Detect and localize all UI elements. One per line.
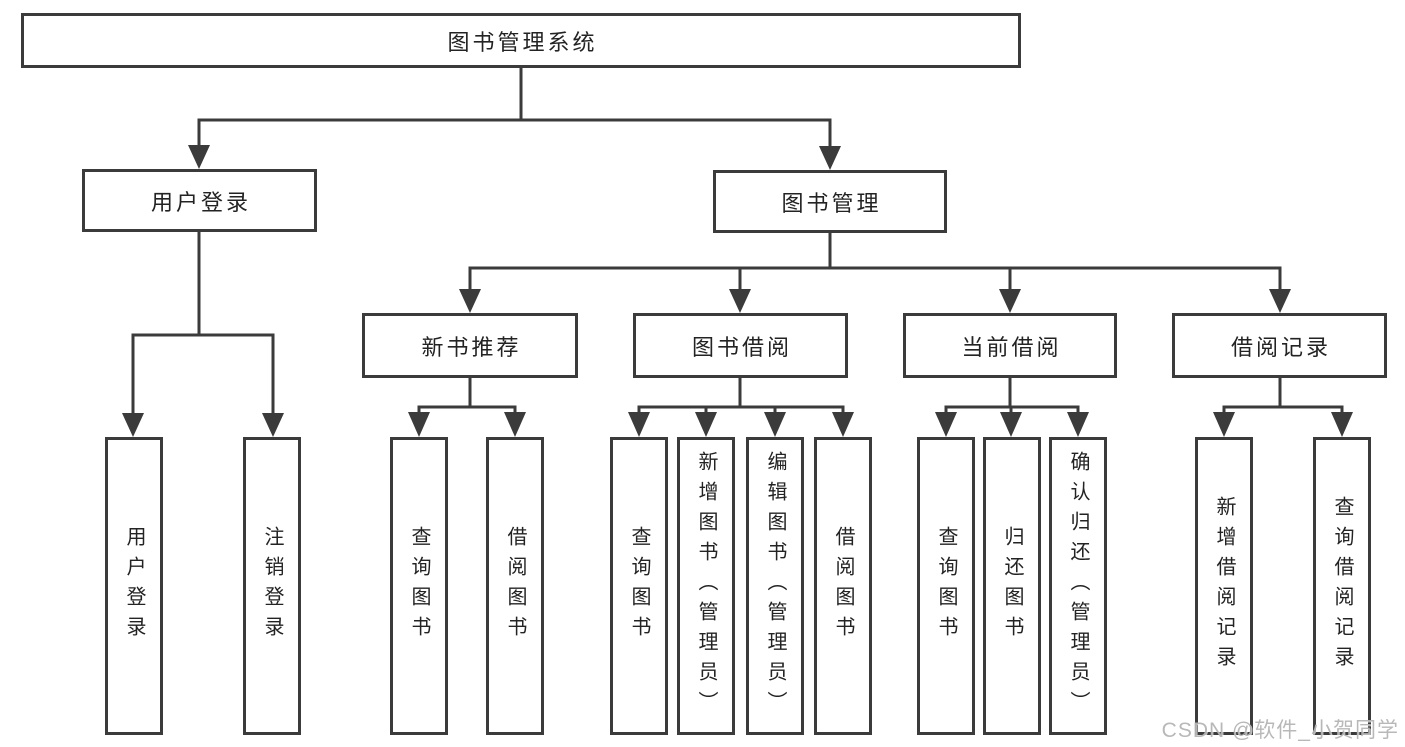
leaf-user-login-label: 用户登录 [123, 526, 145, 646]
leaf-records-add-record-label: 新增借阅记录 [1213, 496, 1235, 676]
csdn-watermark: CSDN @软件_小贺同学 [1161, 719, 1399, 742]
leaf-borrow-edit-books-label: 编辑图书（管理员） [764, 451, 786, 721]
leaf-current-confirm-return: 确认归还（管理员） [1049, 437, 1107, 735]
node-new-book-recommend-label: 新书推荐 [421, 334, 522, 360]
connector-root-to-level2 [188, 68, 841, 170]
node-user-login: 用户登录 [82, 169, 317, 232]
node-user-login-label: 用户登录 [150, 189, 251, 215]
leaf-current-query-books-label: 查询图书 [935, 526, 957, 646]
node-current-borrow-label: 当前借阅 [961, 334, 1062, 360]
node-book-management-label: 图书管理 [781, 190, 882, 216]
node-root-label: 图书管理系统 [447, 29, 598, 55]
connector-current-borrow-to-leaves [935, 378, 1089, 437]
node-book-management: 图书管理 [713, 170, 947, 233]
node-current-borrow: 当前借阅 [903, 313, 1117, 378]
leaf-borrow-edit-books: 编辑图书（管理员） [746, 437, 804, 735]
node-root: 图书管理系统 [21, 13, 1021, 68]
node-borrow-records-label: 借阅记录 [1230, 334, 1331, 360]
connector-user-login-to-leaves [122, 232, 284, 437]
leaf-borrow-query-books-label: 查询图书 [628, 526, 650, 646]
leaf-current-query-books: 查询图书 [917, 437, 975, 735]
node-book-borrow-label: 图书借阅 [691, 334, 792, 360]
leaf-recommend-query-books: 查询图书 [390, 437, 448, 735]
leaf-recommend-borrow-books: 借阅图书 [486, 437, 544, 735]
node-new-book-recommend: 新书推荐 [362, 313, 578, 378]
leaf-records-query-record: 查询借阅记录 [1313, 437, 1371, 735]
node-borrow-records: 借阅记录 [1172, 313, 1387, 378]
leaf-borrow-add-books: 新增图书（管理员） [677, 437, 735, 735]
leaf-records-query-record-label: 查询借阅记录 [1331, 496, 1353, 676]
leaf-user-login: 用户登录 [105, 437, 163, 735]
leaf-recommend-query-books-label: 查询图书 [408, 526, 430, 646]
leaf-logout: 注销登录 [243, 437, 301, 735]
node-book-borrow: 图书借阅 [633, 313, 848, 378]
connector-book-borrow-to-leaves [628, 378, 854, 437]
connector-new-book-recommend-to-leaves [408, 378, 526, 437]
leaf-current-return-books-label: 归还图书 [1001, 526, 1023, 646]
leaf-recommend-borrow-books-label: 借阅图书 [504, 526, 526, 646]
leaf-borrow-query-books: 查询图书 [610, 437, 668, 735]
connector-book-management-to-level3 [459, 233, 1291, 313]
leaf-current-confirm-return-label: 确认归还（管理员） [1067, 451, 1089, 721]
leaf-borrow-borrow-books-label: 借阅图书 [832, 526, 854, 646]
leaf-logout-label: 注销登录 [261, 526, 283, 646]
leaf-borrow-add-books-label: 新增图书（管理员） [695, 451, 717, 721]
connector-borrow-records-to-leaves [1213, 378, 1353, 437]
leaf-current-return-books: 归还图书 [983, 437, 1041, 735]
leaf-records-add-record: 新增借阅记录 [1195, 437, 1253, 735]
leaf-borrow-borrow-books: 借阅图书 [814, 437, 872, 735]
